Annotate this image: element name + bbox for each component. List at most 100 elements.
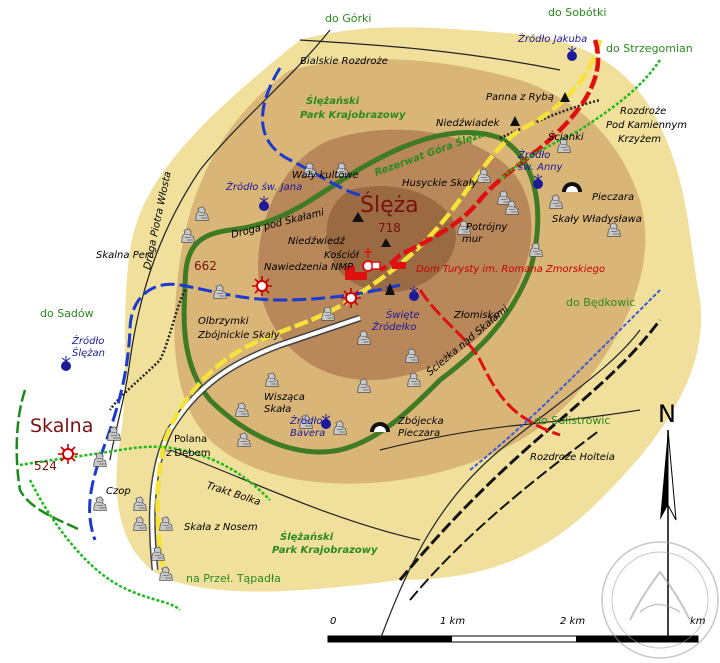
place-zlomisko: Złomisko xyxy=(453,310,499,321)
trail-green xyxy=(499,59,662,181)
spring-jana-label: Źródło św. Jana xyxy=(225,180,302,193)
place-wiszaca-1: Wisząca xyxy=(264,392,305,403)
trail-green-south xyxy=(28,479,181,611)
cave-icon xyxy=(370,422,390,432)
trail-blue-west xyxy=(88,282,401,541)
place-niedzwiedz: Niedźwiedź xyxy=(288,235,345,247)
peak-bear-marker xyxy=(381,238,391,247)
road-south xyxy=(169,449,421,541)
direction-sadow: do Sadów xyxy=(40,307,94,320)
tower-icon xyxy=(371,261,381,270)
scale-bar xyxy=(327,635,699,643)
trail-blue-east xyxy=(469,289,661,471)
peak-dom-marker xyxy=(385,283,395,295)
cave-icon xyxy=(562,182,582,192)
place-pieczara: Pieczara xyxy=(592,192,634,203)
place-skala-nosem: Skała z Nosem xyxy=(184,522,258,533)
direction-gorki: do Górki xyxy=(325,12,371,25)
north-label: N xyxy=(658,400,676,428)
peak-662-elevation: 662 xyxy=(194,259,217,273)
terrain-top xyxy=(326,186,456,293)
park-label-south-line1: Ślężański xyxy=(280,530,334,543)
reserve-boundary xyxy=(181,130,541,455)
place-holteia: Rozdroże Holteia xyxy=(530,452,615,463)
peak-sleza-marker xyxy=(352,212,364,222)
trail-red xyxy=(378,39,601,273)
spring-swiete-label-2: Źródełko xyxy=(371,320,416,333)
place-zbojecka-1: Zbójecka xyxy=(397,415,444,427)
spring-bavera-label-1: Źródło xyxy=(289,414,322,427)
place-rozdroze-1: Rozdroże xyxy=(620,106,666,117)
peak-sleza-name: Ślęża xyxy=(360,192,419,218)
place-polana-2: z Dębem xyxy=(166,448,211,459)
place-polana-1: Polana xyxy=(174,434,207,445)
peak-niedzwiadek-marker xyxy=(510,116,520,126)
place-rozdroze-2: Pod Kamiennym xyxy=(606,120,687,131)
place-czop: Czop xyxy=(106,486,131,497)
hostel-icon xyxy=(392,262,406,269)
place-dom-turysty: Dom Turysty im. Romana Zmorskiego xyxy=(416,264,605,275)
direction-bedkowic: do Będkowic xyxy=(566,296,635,309)
place-wladyslawa: Skały Władysława xyxy=(552,214,642,225)
peak-panna-marker xyxy=(560,92,570,102)
spring-icon xyxy=(566,46,578,62)
place-rozdroze-3: Krzyżem xyxy=(618,134,661,145)
place-olbrzymki: Olbrzymki xyxy=(198,316,249,327)
direction-tapadla: na Przeł. Tąpadła xyxy=(186,572,281,585)
spring-anny-label-2: św. Anny xyxy=(518,161,564,173)
place-scianki: Ścianki xyxy=(548,130,584,143)
spring-bavera-label-2: Bavera xyxy=(290,428,325,439)
road-piotra xyxy=(109,29,331,461)
place-niedzwiadek: Niedźwiadek xyxy=(436,117,501,129)
place-potrojny-2: mur xyxy=(462,234,483,245)
road-holteia xyxy=(379,409,641,451)
place-zbojecka-2: Pieczara xyxy=(398,428,440,439)
scale-label-unit: km xyxy=(690,616,706,627)
viewpoint-icon xyxy=(252,276,272,296)
spring-slezan-label-1: Źródło xyxy=(71,334,104,347)
place-skalna-perc: Skalna Perć xyxy=(96,249,155,261)
place-panna: Panna z Rybą xyxy=(486,92,554,103)
scale-label-1km: 1 km xyxy=(440,616,465,627)
spring-icon xyxy=(320,414,332,430)
trail-green-sw xyxy=(15,389,81,532)
peak-sleza-elevation: 718 xyxy=(378,221,401,235)
place-wiszaca-2: Skała xyxy=(264,404,291,415)
road-bedkowic-2 xyxy=(409,429,601,601)
place-zbojnickie: Zbójnickie Skały xyxy=(197,329,281,341)
seal-watermark xyxy=(601,541,719,659)
direction-sobotki: do Sobótki xyxy=(548,6,606,19)
peak-skalna-elevation: 524 xyxy=(34,459,57,473)
scale-label-0: 0 xyxy=(330,616,336,627)
road-white-inner xyxy=(150,316,361,571)
spring-icon xyxy=(532,174,544,190)
spring-swiete-label-1: Święte xyxy=(386,308,420,321)
road-east xyxy=(379,329,641,641)
north-arrow-icon xyxy=(660,429,677,640)
spring-icon xyxy=(258,196,270,212)
spring-slezan-label-2: Ślężan xyxy=(72,346,105,359)
viewpoint-icon xyxy=(341,288,361,308)
peak-skalna-name: Skalna xyxy=(30,415,93,437)
spring-jakuba-label: Źródło Jakuba xyxy=(517,32,587,45)
direction-sulistrowic: do Sulistrowic xyxy=(534,414,610,427)
park-label-south-line2: Park Krajobrazowy xyxy=(272,545,378,556)
park-label-line2: Park Krajobrazowy xyxy=(300,110,406,121)
trail-blue xyxy=(261,67,361,197)
place-waly: Wały kultowe xyxy=(292,170,359,181)
road-bialskie xyxy=(299,39,561,71)
spring-icon xyxy=(60,356,72,372)
direction-strzegomian: do Strzegomian xyxy=(606,42,693,55)
place-kosciol-1: Kościół xyxy=(324,249,360,261)
spring-anny-label-1: Źródło xyxy=(517,148,550,161)
scale-label-2km: 2 km xyxy=(560,616,585,627)
place-kosciol-2: Nawiedzenia NMP xyxy=(264,262,354,273)
spring-icon xyxy=(408,286,420,302)
viewpoint-icon xyxy=(58,444,78,464)
place-bialskie: Bialskie Rozdroże xyxy=(300,56,388,67)
place-husyckie: Husyckie Skały xyxy=(402,178,479,189)
trail-red-south xyxy=(418,289,561,437)
trail-dotted-west xyxy=(108,289,187,411)
